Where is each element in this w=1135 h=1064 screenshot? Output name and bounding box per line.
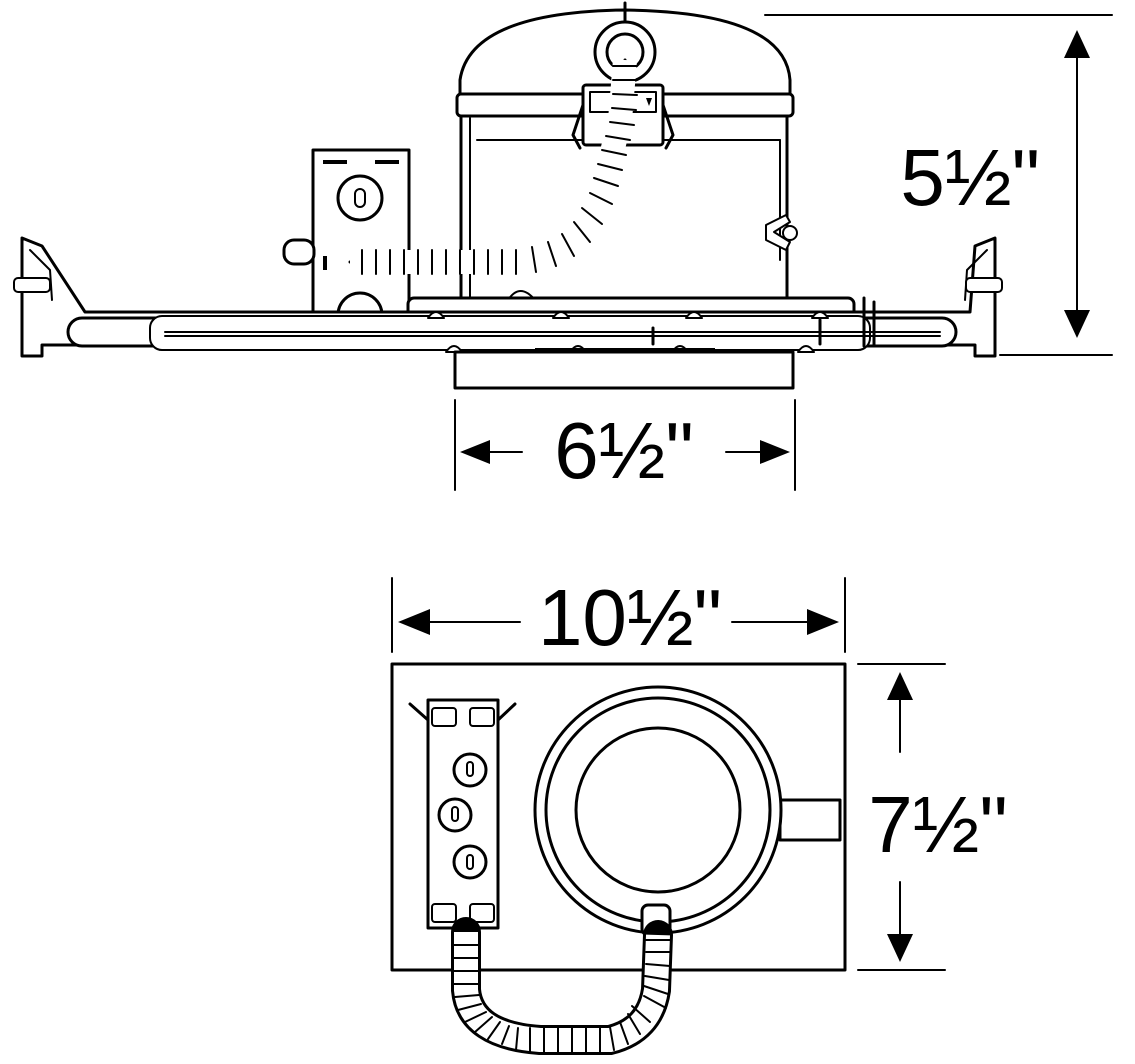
height-dimension-top: 7½" xyxy=(857,663,1008,971)
side-view: 5½" 6½" xyxy=(13,1,1113,495)
height-dimension-side: 5½" xyxy=(764,14,1113,356)
aperture-inner xyxy=(574,726,742,894)
trim-ring xyxy=(453,350,795,390)
width-label-top: 10½" xyxy=(538,573,722,662)
top-view: 10½" 7½" xyxy=(390,573,1008,1055)
height-label-side: 5½" xyxy=(900,133,1040,222)
width-dimension-side: 6½" xyxy=(454,399,796,495)
width-dimension-top: 10½" xyxy=(391,573,846,662)
flex-conduit-top xyxy=(451,917,673,1055)
width-label-side: 6½" xyxy=(554,406,694,495)
flex-conduit-side xyxy=(348,58,638,275)
height-label-top: 7½" xyxy=(868,780,1008,869)
